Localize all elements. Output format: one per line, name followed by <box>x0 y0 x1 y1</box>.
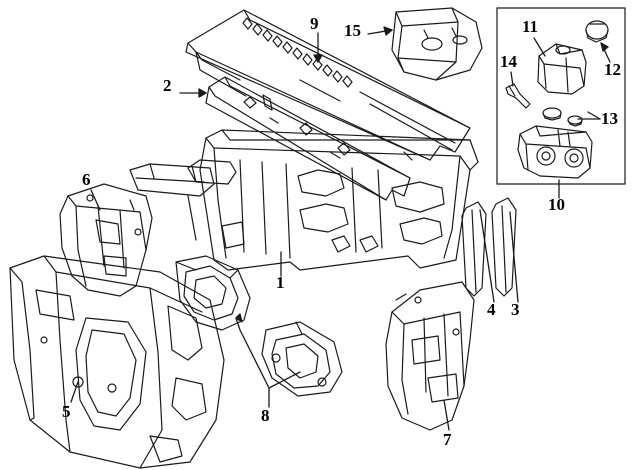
callout-leader-lines <box>70 26 611 431</box>
callout-3: 3 <box>511 300 520 319</box>
callout-14: 14 <box>500 52 517 71</box>
part-3-seal-strip <box>491 197 517 297</box>
callout-9: 9 <box>310 14 319 33</box>
part-1-cowl-panel <box>129 129 479 271</box>
callout-5: 5 <box>62 402 71 421</box>
callout-10: 10 <box>548 195 565 214</box>
part-7-right-cowl-side-panel <box>385 281 475 431</box>
part-4-seal-strip <box>461 201 487 297</box>
callout-4: 4 <box>487 300 496 319</box>
part-6-left-cowl-side-panel <box>59 183 153 297</box>
callout-8: 8 <box>261 406 270 425</box>
callout-11: 11 <box>522 17 539 36</box>
part-2-cowl-bar <box>205 76 411 201</box>
callout-7: 7 <box>443 430 452 449</box>
callout-15: 15 <box>344 21 361 40</box>
part-9-cowl-grille <box>185 9 471 161</box>
callout-6: 6 <box>82 170 91 189</box>
part-14-bolt <box>505 83 531 109</box>
callout-1: 1 <box>276 273 285 292</box>
part-8-insulator-pads <box>175 255 343 397</box>
part-5-dash-panel-insulator <box>9 255 225 469</box>
part-10-master-cylinder <box>517 125 593 179</box>
part-15-brake-booster <box>391 7 483 81</box>
part-11-reservoir <box>537 43 587 95</box>
callout-12: 12 <box>604 60 621 79</box>
detail-box-outline <box>496 7 626 185</box>
part-13-grommets <box>542 107 583 127</box>
callout-13: 13 <box>601 109 618 128</box>
part-12-reservoir-cap <box>585 20 609 43</box>
callout-2: 2 <box>163 76 172 95</box>
